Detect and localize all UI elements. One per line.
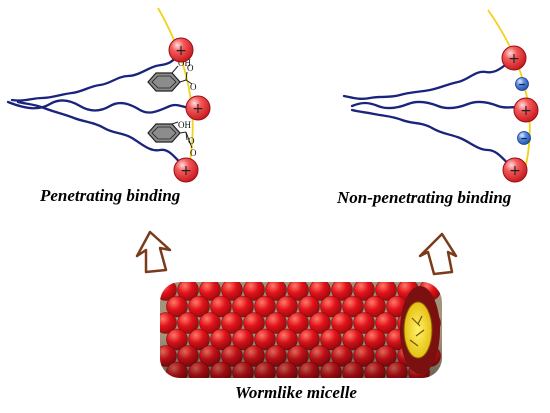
membrane-arc xyxy=(487,9,531,181)
plus-circle-icon: + xyxy=(509,163,521,179)
anion: − xyxy=(515,77,529,91)
cation-head: + xyxy=(502,157,528,183)
plus-circle-icon: + xyxy=(520,103,532,119)
wormlike-micelle xyxy=(160,282,442,378)
surfactant-tail xyxy=(342,56,516,100)
oxygen-label: O xyxy=(190,82,197,92)
surfactant-tail xyxy=(350,108,517,172)
penetrating-binding-caption: Penetrating binding xyxy=(40,186,181,205)
plus-circle-icon: + xyxy=(175,43,187,59)
minus-circle-icon: − xyxy=(518,81,526,91)
penetrating-panel: OH O O OH O O + xyxy=(6,7,211,183)
cation-head: + xyxy=(513,97,539,123)
wormlike-micelle-caption: Wormlike micelle xyxy=(235,383,357,402)
surfactant-tail xyxy=(10,48,183,102)
plus-circle-icon: + xyxy=(508,51,520,67)
cation-head: + xyxy=(173,157,199,183)
oxygen-label: O xyxy=(190,148,197,158)
plus-circle-icon: + xyxy=(192,101,204,117)
hydroxyl-label: OH xyxy=(178,120,191,130)
membrane-arc xyxy=(157,7,194,181)
micelle-end-cap xyxy=(400,286,440,374)
surfactant-tail xyxy=(350,100,528,112)
anion: − xyxy=(517,131,531,145)
up-arrow-icon xyxy=(418,232,458,276)
minus-circle-icon: − xyxy=(520,135,528,145)
cation-head: + xyxy=(185,95,211,121)
non-penetrating-panel: + + + − − xyxy=(342,9,539,183)
hydroxyl-label: OH xyxy=(178,58,191,68)
surfactant-tail xyxy=(6,99,200,114)
surfactant-tail xyxy=(16,100,188,170)
oxygen-label: O xyxy=(188,136,195,146)
salicylate-molecule: OH O O xyxy=(147,58,197,92)
oxygen-label: O xyxy=(187,63,194,73)
non-penetrating-binding-caption: Non-penetrating binding xyxy=(337,188,512,207)
salicylate-molecule: OH O O xyxy=(147,120,197,158)
plus-circle-icon: + xyxy=(180,163,192,179)
cation-head: + xyxy=(168,37,194,63)
cation-head: + xyxy=(501,45,527,71)
up-arrow-icon xyxy=(135,230,172,274)
